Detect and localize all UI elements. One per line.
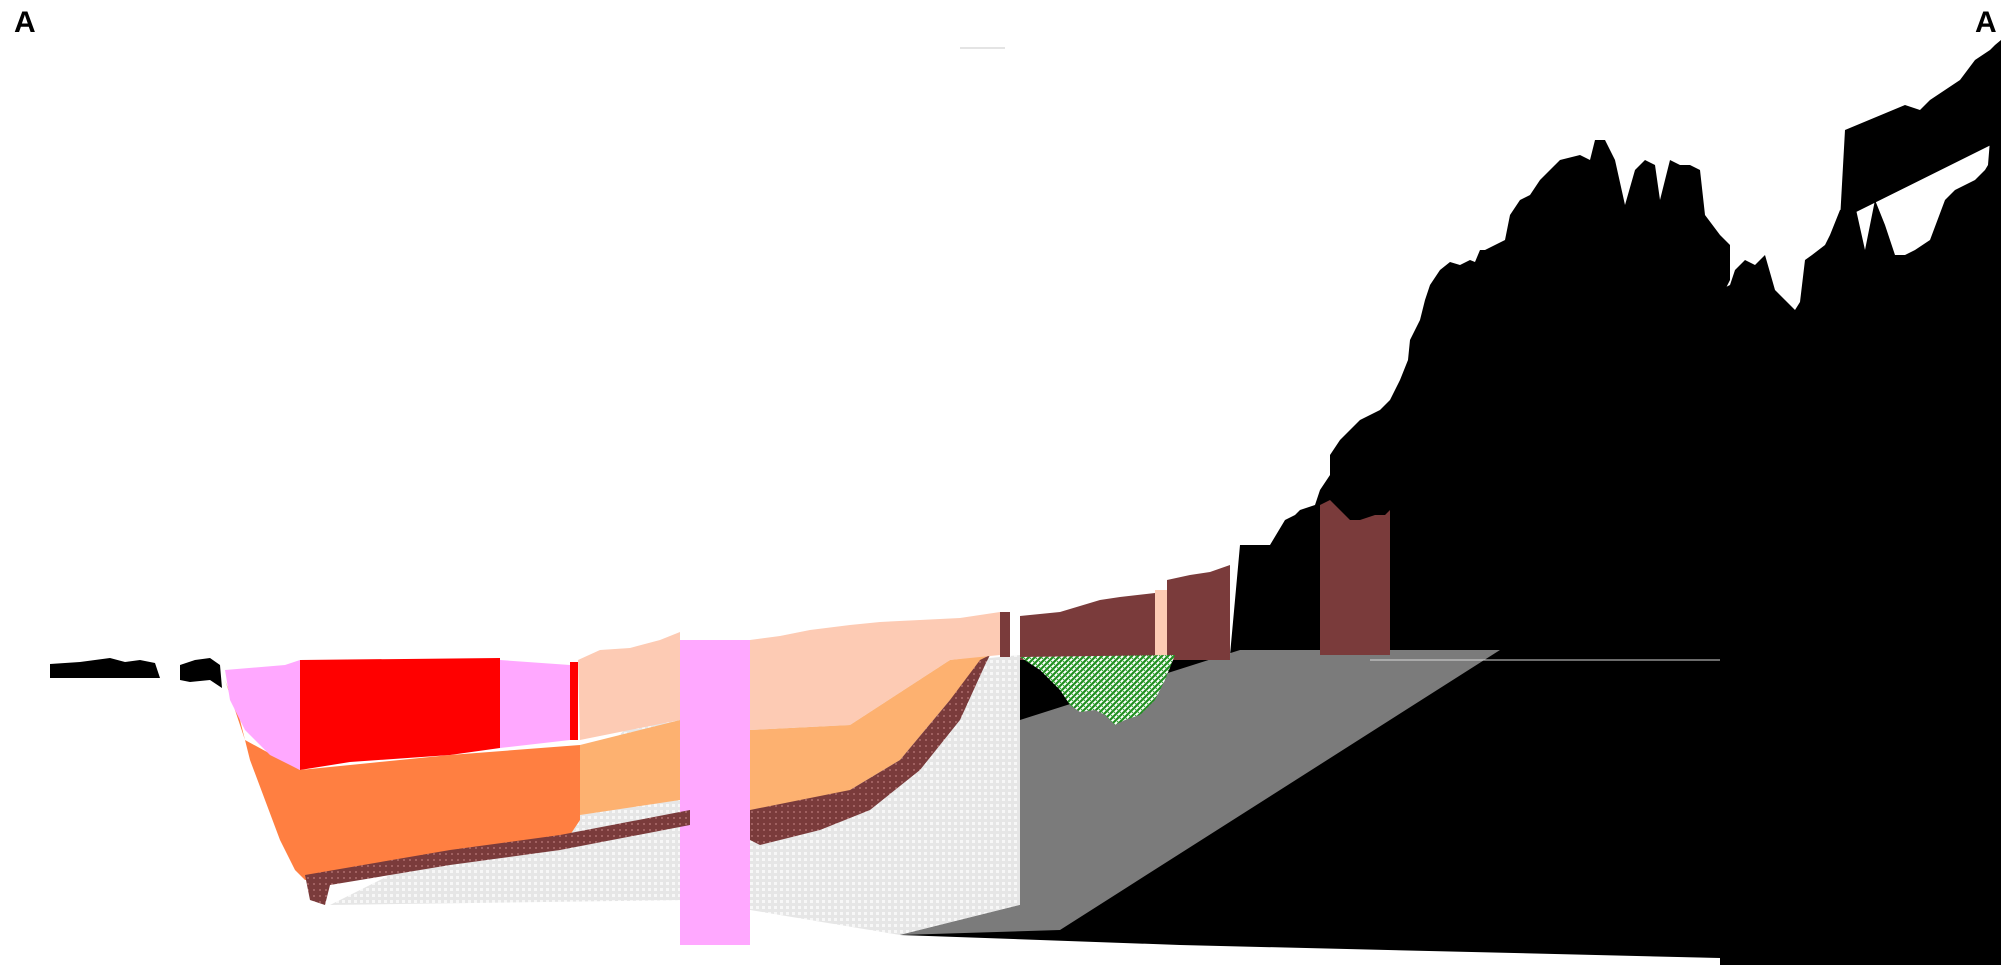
light-orange-unit <box>580 720 680 815</box>
peach-unit-right <box>750 612 1000 730</box>
light-orange-unit-2 <box>750 655 990 820</box>
peach-sliver <box>1155 590 1167 660</box>
pink-unit-left <box>225 660 300 770</box>
red-unit <box>300 658 500 770</box>
brown-block-3 <box>1167 565 1230 660</box>
brown-band-right <box>750 655 990 845</box>
pink-vertical-band <box>680 640 750 945</box>
section-start-label: A <box>14 6 36 39</box>
brown-block-4 <box>1320 500 1390 655</box>
orange-unit <box>225 680 580 880</box>
peach-unit <box>578 632 680 740</box>
green-hatch-unit <box>1020 655 1175 725</box>
black-surface-unit-right <box>180 658 222 688</box>
brown-block-1 <box>1000 612 1010 657</box>
red-sliver <box>570 662 578 740</box>
black-unit-top <box>1840 40 2001 220</box>
section-end-label: A <box>1975 6 1997 39</box>
black-surface-unit-left <box>50 658 160 678</box>
grey-band-unit <box>900 650 1500 935</box>
brown-block-2 <box>1020 593 1155 660</box>
pink-unit-middle <box>500 660 570 748</box>
black-unit <box>1720 130 2001 965</box>
brown-band-left <box>305 810 690 905</box>
